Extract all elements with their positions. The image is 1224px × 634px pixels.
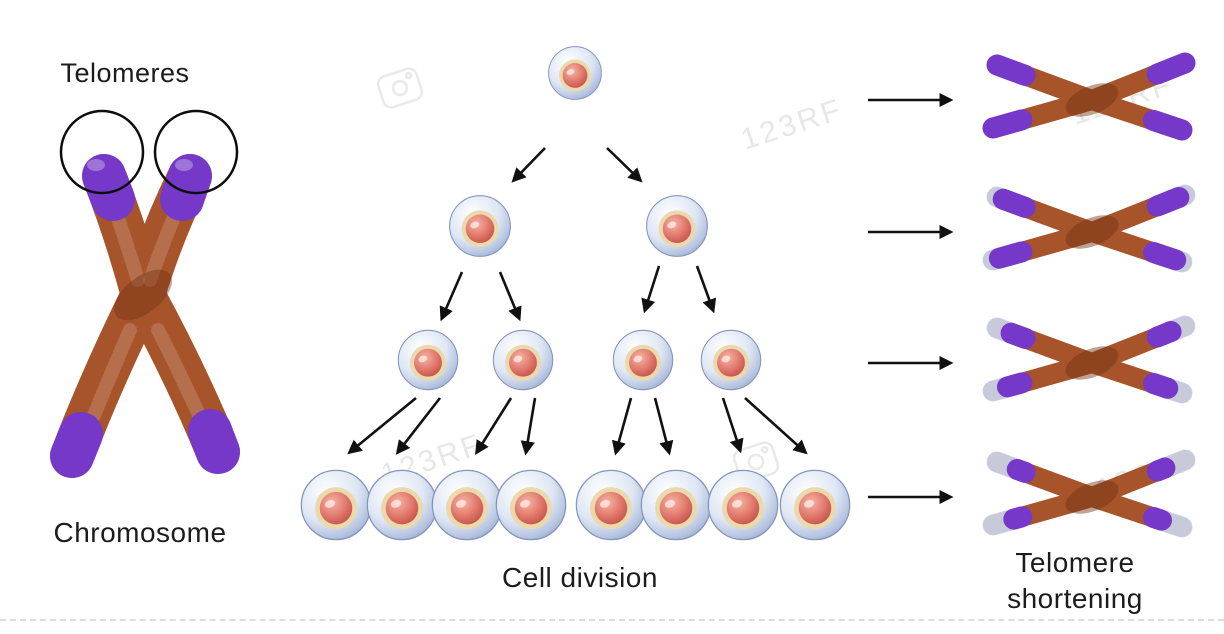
bottom-dotted-edge: [0, 619, 1224, 621]
cell: [575, 469, 647, 541]
cell: [548, 46, 602, 100]
cell: [449, 195, 511, 257]
telomere-cap: [1146, 186, 1190, 217]
telomere-cap: [992, 188, 1036, 218]
mini-chromosome: [982, 184, 1196, 273]
cell: [640, 469, 712, 541]
telomere-cap: [1146, 321, 1182, 348]
cell: [431, 469, 503, 541]
telomere-cap: [1143, 242, 1187, 271]
arrow: [653, 397, 674, 456]
arrow: [721, 397, 744, 454]
telomere-cap: [50, 412, 103, 478]
arrows-layer: [347, 92, 954, 505]
mini-chromosome: [982, 449, 1196, 538]
telomere-cap: [1003, 506, 1033, 530]
watermark-text: 123RF: [737, 93, 847, 157]
watermark-layer: 123RF 123RF 123RF 123RF: [376, 67, 1202, 507]
telomere-cap: [1146, 52, 1196, 85]
arrow: [498, 271, 522, 322]
telomere-cap: [1143, 507, 1173, 531]
telomere-cap: [982, 109, 1033, 139]
telomere-cap: [82, 154, 135, 221]
arrow: [347, 396, 417, 455]
cell: [612, 329, 674, 391]
cell: [397, 329, 459, 391]
arrow: [511, 147, 546, 183]
telomere-cap: [996, 372, 1033, 398]
telomere-cap: [1146, 457, 1176, 482]
telomere-cap: [1143, 110, 1193, 141]
arrow: [395, 397, 442, 455]
telomere-cap: [1143, 373, 1179, 399]
arrow: [475, 397, 513, 456]
telomeres-label: Telomeres: [60, 58, 190, 88]
telomere-shortening-stages: [982, 52, 1196, 538]
telomere-highlight-circle: [59, 109, 145, 195]
cell: [646, 195, 708, 257]
telomere-cap: [1000, 322, 1036, 349]
cell: [700, 329, 762, 391]
telomere-highlight-circle: [153, 109, 239, 195]
arrow: [744, 397, 808, 455]
camera-icon: [376, 67, 424, 109]
telomere-shortening-label: Telomere shortening: [1007, 547, 1143, 615]
cell: [300, 469, 372, 541]
chromosome-label: Chromosome: [53, 517, 227, 548]
chromosome-illustration: [50, 109, 240, 478]
cell: [707, 469, 779, 541]
mini-chromosome: [982, 315, 1196, 404]
mini-chromosome: [982, 52, 1196, 141]
telomere-cap: [986, 54, 1036, 86]
arrow: [611, 397, 633, 456]
telomere-cap: [1006, 458, 1036, 483]
cell: [366, 469, 438, 541]
arrow: [606, 147, 643, 183]
arrow: [641, 265, 661, 314]
cell-division-label: Cell division: [502, 562, 658, 593]
arrow: [520, 397, 537, 456]
cell: [779, 469, 851, 541]
cell: [492, 329, 554, 391]
arrow: [695, 265, 717, 314]
arrow: [439, 271, 464, 322]
cell: [495, 469, 567, 541]
telomere-cap: [160, 154, 212, 221]
telomere-cap: [188, 409, 240, 474]
telomere-cap: [988, 241, 1033, 269]
